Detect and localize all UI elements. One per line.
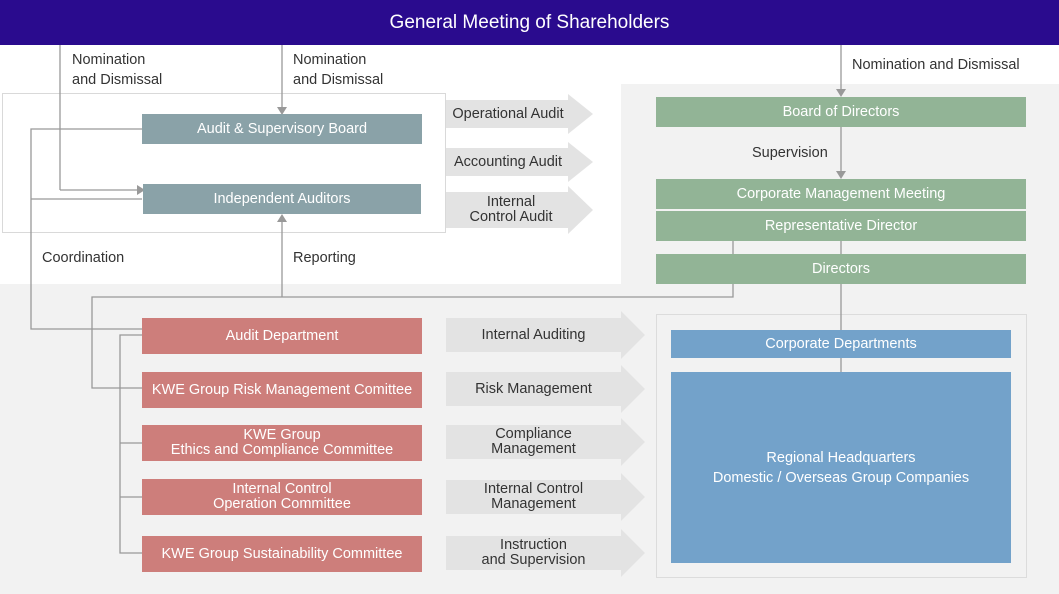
audit-arrow-2-label: Accounting Audit — [453, 153, 563, 170]
audit-arrow-1-label: Operational Audit — [452, 105, 564, 122]
committee-arrow-5-label: Instruction and Supervision — [481, 537, 586, 568]
coordination-label: Coordination — [42, 250, 125, 266]
committee-arrow-1-label: Internal Auditing — [481, 326, 586, 343]
board-of-directors-box: Board of Directors — [656, 97, 1026, 127]
committee-arrow-2-label: Risk Management — [475, 380, 592, 397]
audit-arrow-3-label: Internal Control Audit — [469, 194, 553, 225]
committee-internal-control: Internal Control Operation Committee — [142, 479, 422, 515]
committee-arrow-4-label: Internal Control Management — [483, 481, 584, 512]
representative-director-box: Representative Director — [656, 211, 1026, 241]
committee-arrow-3: Compliance Management — [446, 418, 645, 466]
supervision-label: Supervision — [752, 145, 828, 161]
nomination-label-right: Nomination and Dismissal — [852, 57, 1020, 73]
committee-sustainability: KWE Group Sustainability Committee — [142, 536, 422, 572]
committee-arrow-4: Internal Control Management — [446, 473, 645, 521]
corporate-departments-box: Corporate Departments — [671, 330, 1011, 358]
directors-box: Directors — [656, 254, 1026, 284]
reporting-label: Reporting — [293, 250, 356, 266]
general-meeting-header: General Meeting of Shareholders — [0, 0, 1059, 45]
committee-risk-management: KWE Group Risk Management Comittee — [142, 372, 422, 408]
audit-supervisory-board-box: Audit & Supervisory Board — [142, 114, 422, 144]
independent-auditors-box: Independent Auditors — [143, 184, 421, 214]
audit-arrow-1: Operational Audit — [446, 94, 593, 134]
corporate-management-meeting-box: Corporate Management Meeting — [656, 179, 1026, 209]
committee-arrow-2: Risk Management — [446, 365, 645, 413]
audit-arrow-3: Internal Control Audit — [446, 186, 593, 234]
committee-arrow-5: Instruction and Supervision — [446, 529, 645, 577]
regional-headquarters-box: Regional Headquarters Domestic / Oversea… — [671, 372, 1011, 563]
committee-ethics-compliance: KWE Group Ethics and Compliance Committe… — [142, 425, 422, 461]
committee-arrow-3-label: Compliance Management — [491, 426, 576, 457]
committee-arrow-1: Internal Auditing — [446, 311, 645, 359]
audit-arrow-2: Accounting Audit — [446, 142, 593, 182]
committee-audit-department: Audit Department — [142, 318, 422, 354]
nomination-label-left: Nomination and Dismissal — [72, 52, 163, 88]
nomination-label-middle: Nomination and Dismissal — [293, 52, 384, 88]
